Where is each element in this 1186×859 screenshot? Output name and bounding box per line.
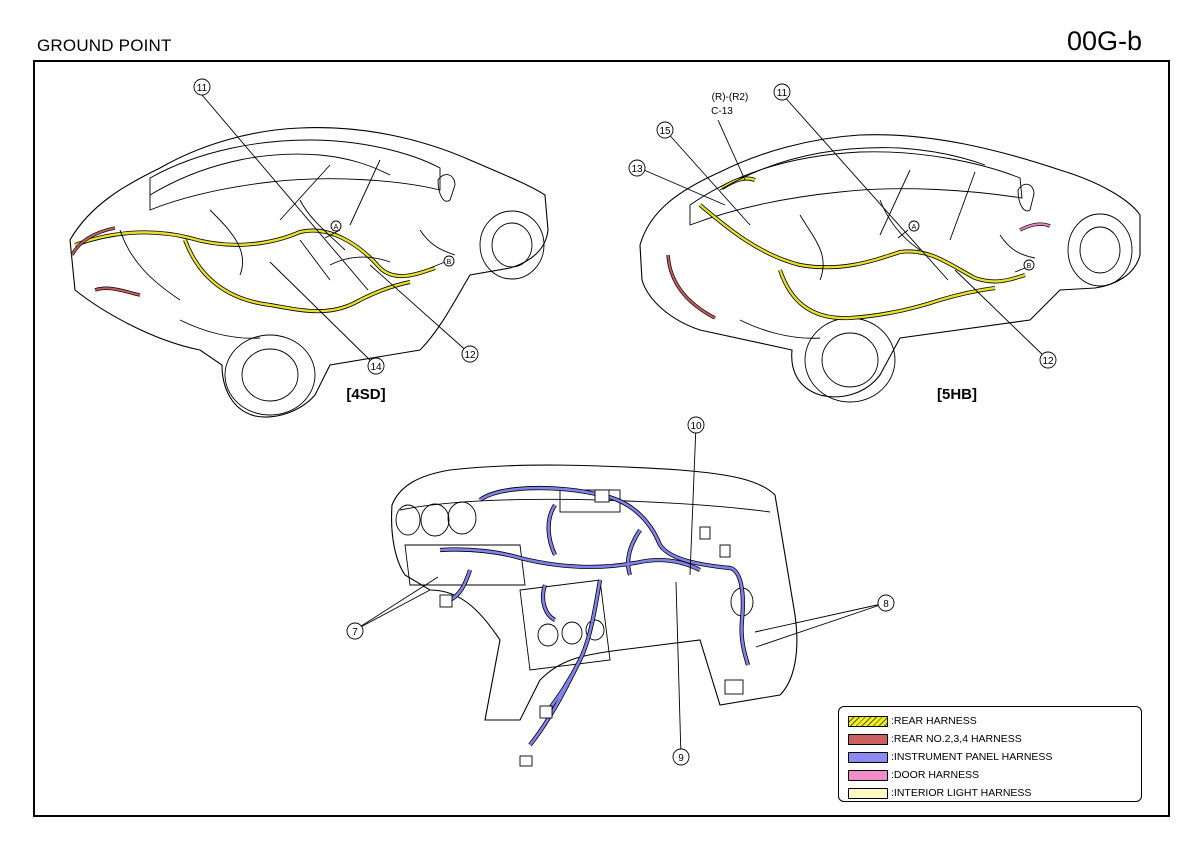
legend-swatch [848, 751, 888, 763]
callout-circle [877, 594, 895, 612]
marker-circle [908, 220, 920, 232]
callout-11: 11 [777, 88, 788, 99]
legend-label: :INSTRUMENT PANEL HARNESS [891, 751, 1053, 763]
legend-swatch [848, 715, 888, 727]
callout-8: 8 [883, 599, 889, 610]
callout-circle [773, 83, 791, 101]
legend-item-interior-light: :INTERIOR LIGHT HARNESS [848, 784, 1141, 802]
marker-b: B [1027, 263, 1032, 270]
harness-legend: :REAR HARNESS :REAR NO.2,3,4 HARNESS :IN… [838, 706, 1142, 802]
hatchback-callouts [628, 83, 1057, 369]
marker-circle [330, 220, 342, 232]
page-code: 00G-b [1066, 26, 1142, 56]
legend-swatch [848, 787, 888, 799]
callout-circle [193, 78, 211, 96]
legend-label: :DOOR HARNESS [891, 769, 980, 781]
marker-a: A [912, 224, 917, 231]
marker-circle [443, 255, 455, 267]
sedan-callouts [193, 78, 479, 375]
view-label-4sd: [4SD] [346, 386, 385, 403]
callout-15: 15 [659, 126, 671, 137]
callout-circle [628, 159, 646, 177]
legend-item-instrument-panel: :INSTRUMENT PANEL HARNESS [848, 748, 1141, 766]
callout-11: 11 [197, 83, 208, 94]
connector-note-line2: C-13 [711, 106, 733, 117]
callout-9: 9 [678, 753, 684, 764]
callout-circle [656, 121, 674, 139]
legend-swatch [848, 733, 888, 745]
callout-12: 12 [464, 350, 476, 361]
hatchback-view [636, 93, 1141, 403]
callout-circle [687, 416, 705, 434]
dashboard-view [354, 424, 887, 767]
connector-note-line1: (R)-(R2) [712, 92, 749, 103]
view-label-5hb: [5HB] [937, 386, 977, 403]
callout-13: 13 [631, 164, 643, 175]
callout-7: 7 [352, 627, 358, 638]
legend-swatch [848, 769, 888, 781]
callout-14: 14 [370, 362, 382, 373]
callout-circle [1039, 351, 1057, 369]
callout-circle [346, 622, 364, 640]
legend-item-rear234: :REAR NO.2,3,4 HARNESS [848, 730, 1141, 748]
legend-label: :INTERIOR LIGHT HARNESS [891, 787, 1032, 799]
callout-circle [672, 748, 690, 766]
marker-a: A [334, 224, 339, 231]
page-title: GROUND POINT [37, 36, 172, 55]
callout-circle [461, 345, 479, 363]
dashboard-callouts [346, 416, 895, 766]
callout-12: 12 [1042, 356, 1054, 367]
callout-10: 10 [690, 421, 702, 432]
marker-circle [1023, 259, 1035, 271]
callout-circle [367, 357, 385, 375]
marker-b: B [447, 259, 452, 266]
sedan-view [69, 94, 549, 418]
diagram-frame [33, 60, 1170, 817]
legend-item-rear: :REAR HARNESS [848, 712, 1141, 730]
legend-label: :REAR HARNESS [891, 715, 977, 727]
legend-item-door: :DOOR HARNESS [848, 766, 1141, 784]
legend-label: :REAR NO.2,3,4 HARNESS [891, 733, 1022, 745]
